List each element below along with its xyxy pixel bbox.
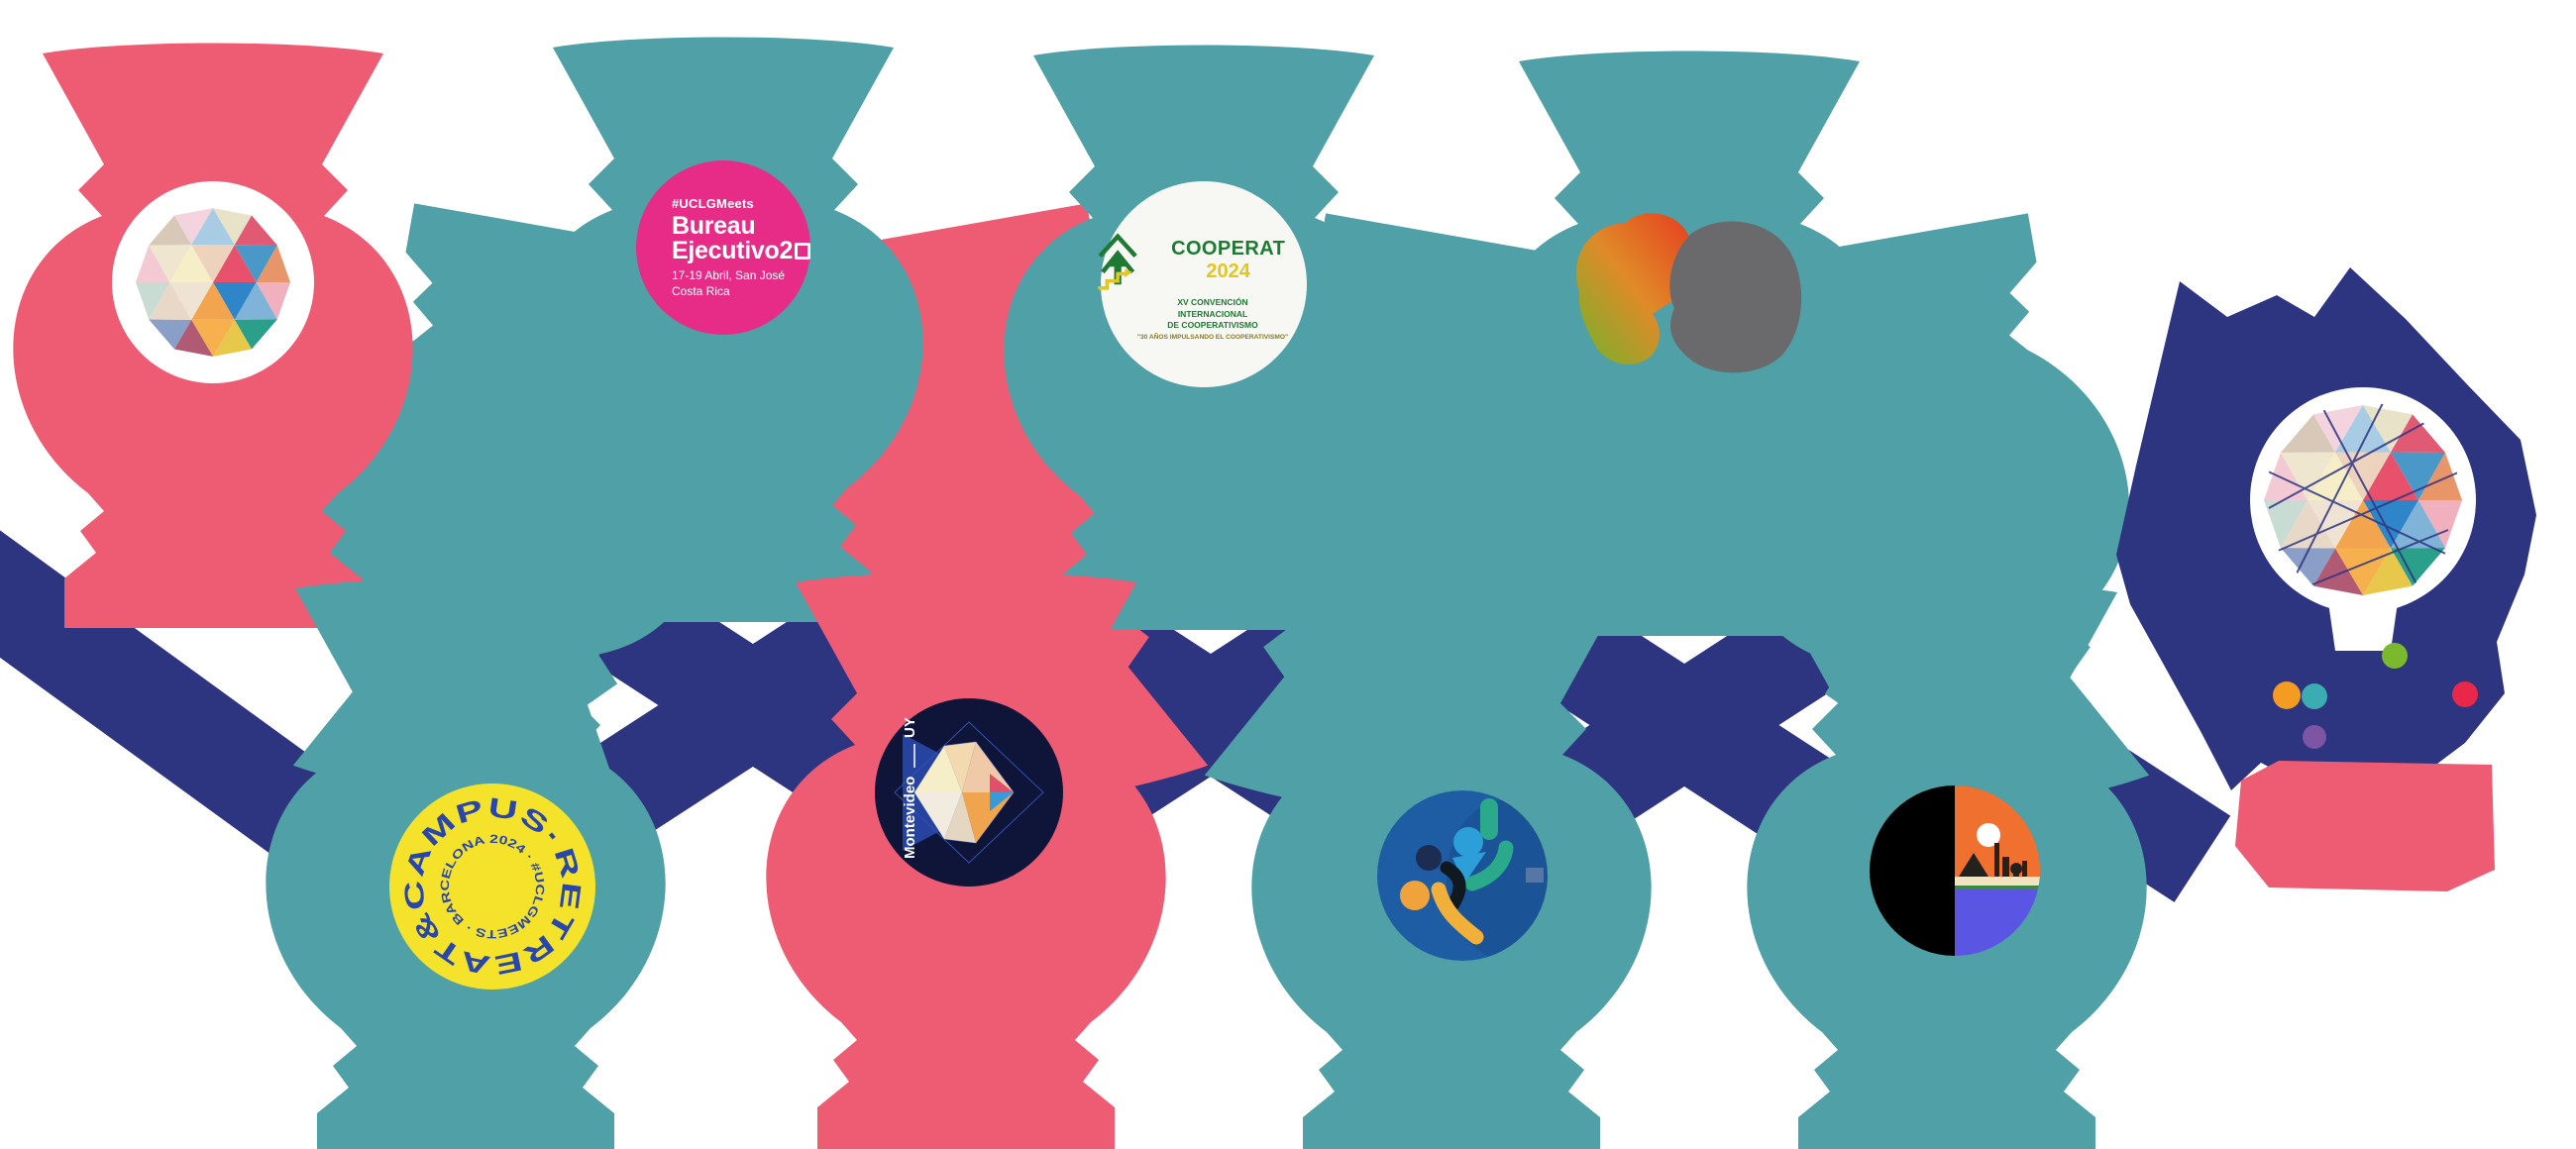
bureau-ejecutivo-logo: #UCLGMeets Bureau Ejecutivo2 17-19 Abril… — [636, 160, 810, 335]
city-skyline-sunset-icon — [1870, 785, 2040, 956]
council-globe-logo — [2250, 387, 2476, 651]
retreat-ring-text: RETREAT&CAMPUS· #UCLGMEETS · BARCELONA 2… — [364, 758, 621, 1015]
gradient-heart-icon — [1575, 213, 1802, 373]
montevideo-logo: Montevideo UY — [875, 698, 1063, 887]
pink-band — [2235, 761, 2495, 891]
cooperat-tagline: "30 AÑOS IMPULSANDO EL COOPERATIVISMO" — [1136, 333, 1289, 341]
abstract-people-icon — [1377, 790, 1548, 961]
montevideo-emblem: Montevideo UY — [894, 717, 1044, 864]
dot-red — [2452, 681, 2478, 707]
bureau-location: Costa Rica — [672, 283, 730, 298]
montevideo-country-text: UY — [902, 717, 918, 738]
svg-text:RETREAT&CAMPUS·: RETREAT&CAMPUS· — [389, 783, 595, 990]
cooperat-logo: COOPERAT 2024 XV CONVENCIÓN INTERNACIONA… — [1098, 181, 1307, 387]
orbit-lines — [2265, 402, 2459, 592]
multicolor-globe-icon — [136, 208, 290, 357]
cooperat-subtitle-2: DE COOPERATIVISMO — [1167, 320, 1258, 331]
abstract-figures-logo — [1377, 790, 1548, 961]
cooperat-year: 2024 — [1206, 261, 1250, 283]
confetti-dots — [2273, 643, 2478, 749]
cooperat-title: COOPERAT — [1171, 238, 1286, 261]
dot-green — [2382, 643, 2408, 669]
faceted-diamond-icon — [914, 742, 1014, 843]
gradient-heart-logo — [1565, 205, 1813, 379]
right-navy-composition — [2116, 267, 2536, 891]
cooperat-subtitle-1: XV CONVENCIÓN INTERNACIONAL — [1177, 297, 1248, 319]
montevideo-city-text: Montevideo — [902, 777, 918, 859]
bureau-date: 17-19 Abril, San José — [672, 267, 786, 282]
bureau-title-line2: Ejecutivo2 — [672, 236, 794, 264]
year-box-icon — [795, 242, 810, 260]
bureau-hashtag: #UCLGMeets — [672, 195, 754, 211]
skyline-logo — [1870, 785, 2040, 956]
skyline-silhouette — [1959, 843, 2027, 877]
dot-orange — [2273, 681, 2301, 709]
retreat-campus-logo: RETREAT&CAMPUS· #UCLGMEETS · BARCELONA 2… — [364, 758, 621, 1015]
balloon-basket — [2327, 595, 2399, 651]
dot-purple — [2303, 725, 2326, 749]
pine-tree-growth-arrow-icon — [1098, 233, 1137, 290]
ribbon — [0, 448, 353, 870]
retreat-outer-text: RETREAT&CAMPUS· — [364, 758, 621, 1015]
congress-globe-logo — [112, 181, 314, 383]
bureau-title-line1: Bureau — [672, 211, 756, 240]
dot-teal — [2302, 683, 2327, 709]
